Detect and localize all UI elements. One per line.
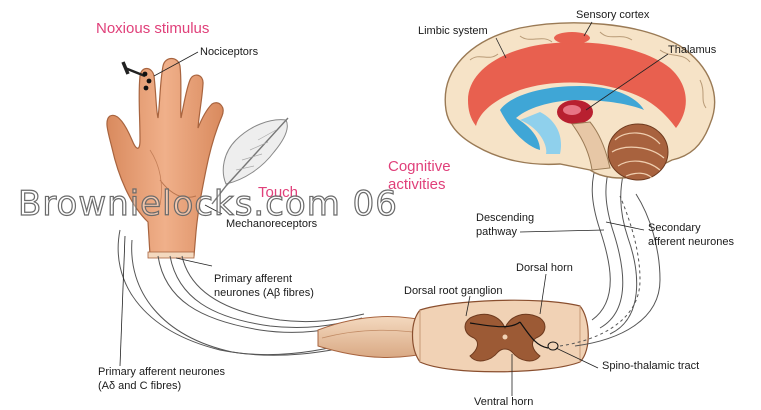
label-primary-adc-line1: Primary afferent neurones	[98, 366, 225, 379]
label-noxious-stimulus: Noxious stimulus	[96, 20, 209, 38]
label-limbic-system: Limbic system	[418, 25, 488, 38]
label-dorsal-horn: Dorsal horn	[516, 262, 573, 275]
label-secondary-line1: Secondary	[648, 222, 701, 235]
label-descending-line2: pathway	[476, 226, 517, 239]
label-spino-thalamic-tract: Spino-thalamic tract	[602, 360, 699, 373]
label-cognitive-line1: Cognitive	[388, 158, 451, 176]
spinal-cord-section	[413, 300, 589, 372]
watermark: Brownielocks.com 06	[18, 184, 398, 224]
pin-icon	[123, 62, 145, 76]
label-primary-adc-line2: (Aδ and C fibres)	[98, 380, 181, 393]
sensory-cortex-region	[554, 32, 590, 44]
label-thalamus: Thalamus	[668, 44, 716, 57]
label-primary-ab-line2: neurones (Aβ fibres)	[214, 287, 314, 300]
label-dorsal-root-ganglion: Dorsal root ganglion	[404, 285, 502, 298]
label-nociceptors: Nociceptors	[200, 46, 258, 59]
cerebellum	[608, 124, 668, 180]
hand	[107, 59, 223, 259]
label-primary-ab-line1: Primary afferent	[214, 273, 292, 286]
label-ventral-horn: Ventral horn	[474, 396, 533, 409]
label-descending-line1: Descending	[476, 212, 534, 225]
label-sensory-cortex: Sensory cortex	[576, 9, 649, 22]
label-secondary-line2: afferent neurones	[648, 236, 734, 249]
